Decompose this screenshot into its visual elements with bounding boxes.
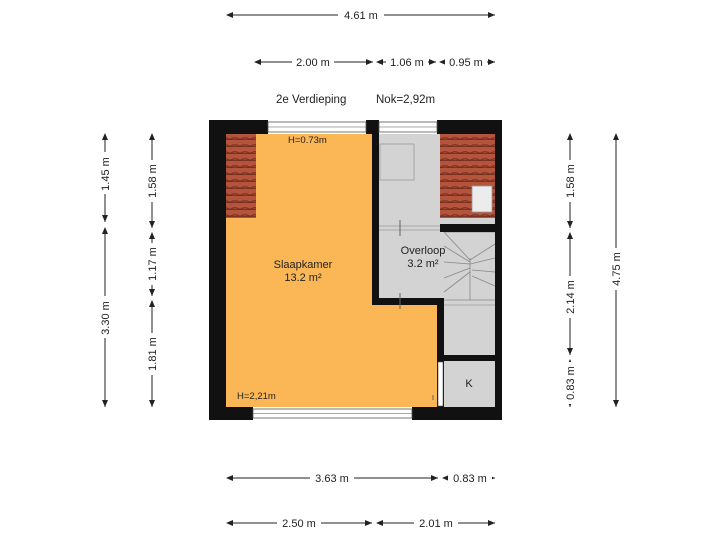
svg-text:2.00 m: 2.00 m [296,57,330,69]
bedroom-name: Slaapkamer [274,259,333,271]
svg-text:1.45 m: 1.45 m [100,157,112,191]
window-top-landing [378,121,438,133]
svg-text:2.50 m: 2.50 m [282,518,316,530]
bedroom-height-bottom: H=2,21m [237,391,276,402]
dim-bottom-row1: 3.63 m 0.83 m [226,471,495,485]
dim-right-outer: 4.75 m [609,133,623,407]
window-top [267,121,367,133]
svg-text:1.58 m: 1.58 m [565,164,577,198]
landing-name: Overloop [401,245,446,257]
dim-top-segments: 2.00 m 1.06 m 0.95 m [254,55,495,69]
window-side [437,361,444,407]
dim-bottom-row2: 2.50 m 2.01 m [226,516,495,530]
bedroom-floor [226,134,437,407]
svg-text:4.75 m: 4.75 m [611,252,623,286]
landing-details [379,143,495,306]
landing-lower [444,299,495,355]
svg-text:1.06 m: 1.06 m [390,57,424,69]
svg-text:1.58 m: 1.58 m [147,164,159,198]
svg-text:0.95 m: 0.95 m [449,57,483,69]
svg-text:4.61 m: 4.61 m [344,10,378,22]
svg-text:2.01 m: 2.01 m [419,518,453,530]
svg-text:0.83 m: 0.83 m [453,473,487,485]
svg-text:1.17 m: 1.17 m [147,247,159,281]
cupboard-label: K [465,378,473,390]
svg-text:3.63 m: 3.63 m [315,473,349,485]
bedroom-height-top: H=0.73m [288,135,327,146]
dim-right-inner: 1.58 m 2.14 m 0.83 m [563,133,577,407]
dim-top-total: 4.61 m [226,8,495,22]
svg-text:3.30 m: 3.30 m [100,301,112,335]
svg-text:2.14 m: 2.14 m [565,280,577,314]
window-frame-right [471,185,493,213]
dim-left-outer: 1.45 m 3.30 m [98,133,112,407]
roof-tiles-left [226,134,256,218]
floor-title: 2e Verdieping [276,94,346,106]
dim-left-inner: 1.58 m 1.17 m 1.81 m [145,133,159,407]
cupboard-floor [444,361,495,407]
svg-text:0.83 m: 0.83 m [565,366,577,400]
window-bottom [252,408,413,419]
ridge-height: Nok=2,92m [376,94,435,106]
svg-text:1.81 m: 1.81 m [147,337,159,371]
landing-area: 3.2 m² [407,258,439,270]
door-marks [399,220,434,400]
bedroom-area: 13.2 m² [284,272,322,284]
